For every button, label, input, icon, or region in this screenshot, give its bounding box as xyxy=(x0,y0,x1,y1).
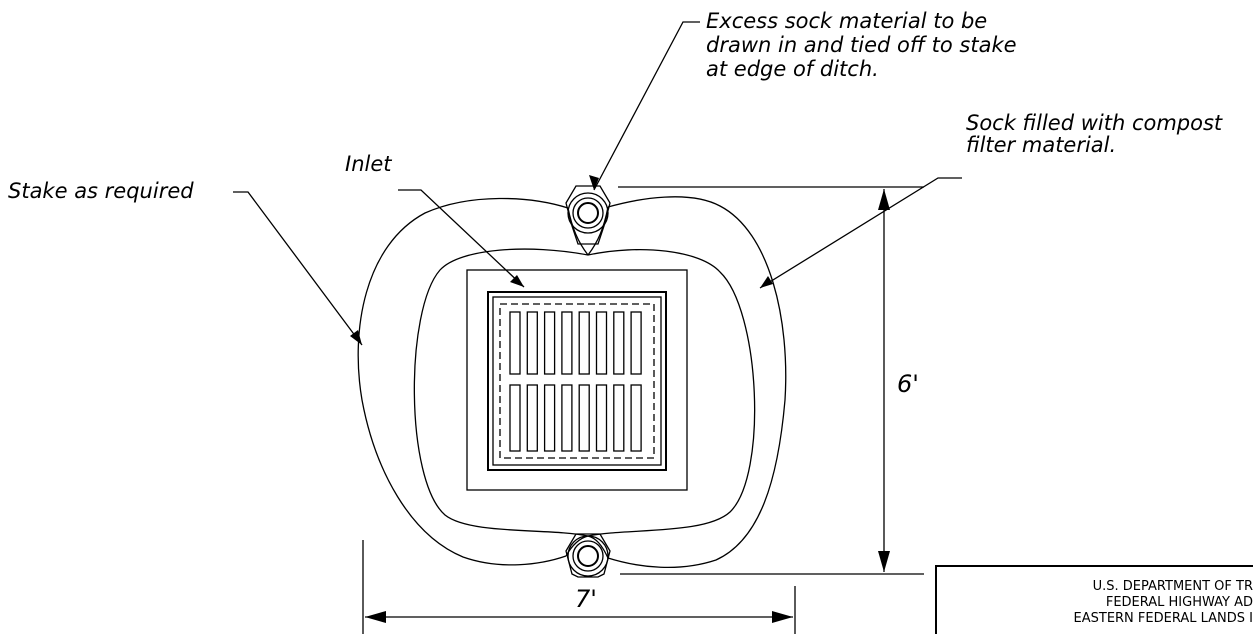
grate-slot xyxy=(509,384,521,452)
dimension-6ft xyxy=(618,186,924,575)
grate-slot xyxy=(561,311,573,375)
grate-slots xyxy=(509,311,642,452)
grate-slot xyxy=(543,311,556,375)
grate-slot xyxy=(578,311,590,375)
callout-text: Excess sock material to be drawn in and … xyxy=(8,9,1223,613)
sock-outer-right xyxy=(607,196,787,569)
leaders xyxy=(233,21,962,346)
grate-slot xyxy=(630,384,642,452)
compost-sock xyxy=(357,196,787,569)
grate-slot xyxy=(613,311,625,375)
excess-sock-line-3: at edge of ditch. xyxy=(706,57,879,81)
grate-frame xyxy=(487,291,667,471)
inlet-box xyxy=(466,269,688,491)
sock-filled-line-1: Sock filled with compost xyxy=(966,111,1223,135)
grate-slot xyxy=(613,384,625,452)
grate-slot xyxy=(595,311,608,375)
title-line-2: FEDERAL HIGHWAY AD xyxy=(1106,595,1253,610)
grate-slot xyxy=(543,384,556,452)
grate-slot xyxy=(526,384,538,452)
title-line-1: U.S. DEPARTMENT OF TR xyxy=(1093,579,1253,594)
stake-label: Stake as required xyxy=(8,179,194,203)
excess-sock-line-2: drawn in and tied off to stake xyxy=(706,33,1017,57)
inlet-structure xyxy=(466,269,688,491)
dimension-7ft xyxy=(362,540,796,634)
grate-slot xyxy=(526,311,538,375)
stake-top xyxy=(565,185,611,245)
grate-slot xyxy=(561,384,573,452)
stake-bottom xyxy=(565,533,611,578)
title-block: U.S. DEPARTMENT OF TR FEDERAL HIGHWAY AD… xyxy=(935,565,1253,634)
grate-slot xyxy=(595,384,608,452)
grate-slot xyxy=(630,311,642,375)
sock-filled-line-2: filter material. xyxy=(966,133,1116,157)
inlet-label: Inlet xyxy=(345,152,392,176)
title-line-3: EASTERN FEDERAL LANDS I xyxy=(1074,611,1253,626)
width-dimension-label: 7' xyxy=(575,585,597,613)
sock-outer-left xyxy=(357,197,569,566)
grate-slot xyxy=(509,311,521,375)
excess-sock-line-1: Excess sock material to be xyxy=(706,9,987,33)
height-dimension-label: 6' xyxy=(897,370,919,398)
grate-slot xyxy=(578,384,590,452)
